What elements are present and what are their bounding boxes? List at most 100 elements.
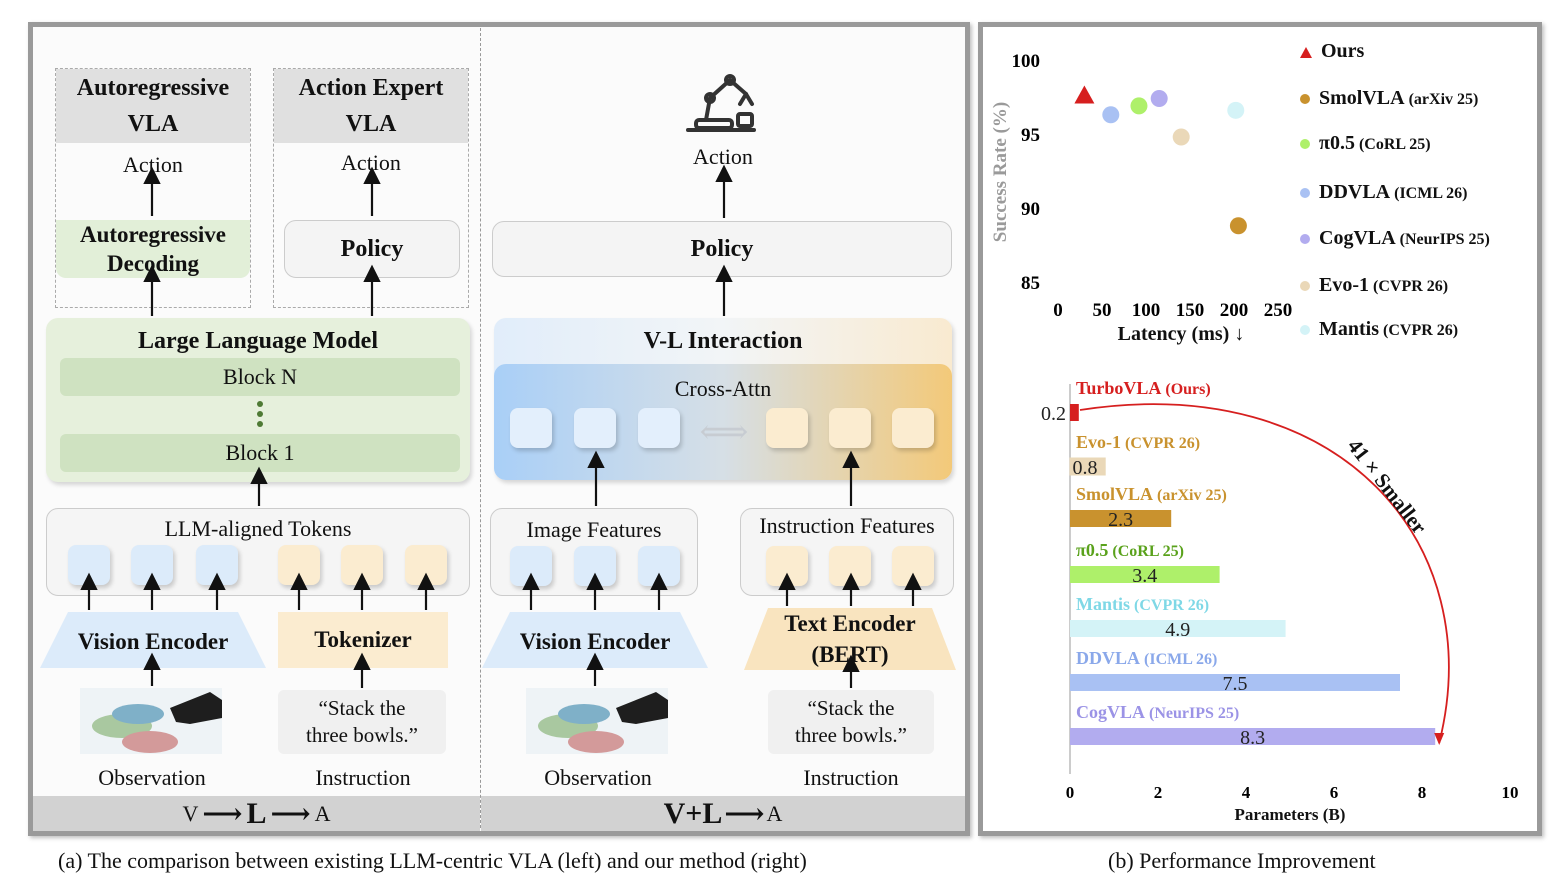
legend-venue: (CoRL 25) (1354, 136, 1431, 153)
bar-value-label: 8.3 (1240, 727, 1265, 749)
llm-title: Large Language Model (138, 327, 378, 354)
circle-marker-icon (1300, 94, 1310, 105)
right-observation-label: Observation (544, 765, 652, 790)
right-observation-image (526, 688, 668, 754)
llm-tokens-title: LLM-aligned Tokens (164, 516, 352, 541)
bar-cogvla (1070, 728, 1436, 745)
bar-name-label: Mantis (CVPR 26) (1076, 594, 1209, 615)
right-footer-formula: V+L ⟶ A (481, 796, 965, 831)
scatter-point-cogvla (1150, 89, 1168, 107)
x-tick-label: 250 (1264, 300, 1293, 321)
image-features-label: Image Features (526, 517, 662, 542)
bar-smolvla (1070, 510, 1172, 527)
vision-token (574, 408, 616, 448)
caption-a: (a) The comparison between existing LLM-… (58, 848, 807, 873)
robot-arm-icon (686, 74, 756, 132)
bar-model-name: DDVLA (1076, 648, 1141, 668)
scatter-x-label: Latency (ms) ↓ (1117, 322, 1245, 345)
left-vision-encoder-label: Vision Encoder (77, 629, 229, 654)
panel-divider (480, 28, 481, 828)
bar-model-venue: (Ours) (1161, 381, 1211, 398)
bar-model-venue: (CoRL 25) (1108, 543, 1184, 560)
y-tick-label: 95 (1021, 125, 1040, 146)
text-encoder-shape (744, 608, 956, 670)
bar-05 (1070, 566, 1220, 583)
bar-model-venue: (CVPR 26) (1130, 597, 1210, 614)
bar-evo1 (1069, 457, 1106, 476)
footer-a: A (314, 800, 331, 826)
legend-item: Evo-1 (CVPR 26) (1300, 274, 1448, 297)
y-tick-label: 85 (1021, 273, 1040, 294)
ellipsis-dots (256, 400, 264, 430)
autoregressive-vla-title: Autoregressive VLA (56, 69, 250, 143)
legend-label: Ours (1321, 40, 1365, 62)
bar-value-label: 7.5 (1223, 673, 1248, 695)
vision-token (638, 408, 680, 448)
llm-block-n: Block N (60, 358, 460, 396)
text-token (829, 408, 871, 448)
footer-l: L (246, 796, 267, 830)
y-tick-label: 90 (1021, 199, 1040, 220)
right-vision-encoder-shape (482, 612, 708, 668)
legend-label: DDVLA (1319, 181, 1391, 203)
x-tick-label: 50 (1093, 300, 1112, 321)
bar-model-venue: (arXiv 25) (1153, 487, 1227, 504)
right-instruction-label: Instruction (803, 765, 899, 790)
x-tick-label: 200 (1220, 300, 1249, 321)
legend-item: DDVLA (ICML 26) (1300, 181, 1467, 204)
right-policy-box: Policy (492, 221, 952, 277)
action-expert-vla-title: Action Expert VLA (274, 69, 468, 143)
triangle-marker-icon (1300, 46, 1312, 58)
bar-model-name: Mantis (1076, 594, 1130, 614)
legend-label: π0.5 (1319, 132, 1355, 154)
bar-mantis (1070, 620, 1286, 637)
left-observation-label: Observation (98, 765, 206, 790)
footer-vl: V+L (663, 796, 723, 830)
legend-item: Mantis (CVPR 26) (1300, 318, 1458, 341)
footer-a: A (766, 800, 783, 826)
bar-x-tick-label: 2 (1154, 783, 1163, 802)
legend-label: Evo-1 (1319, 274, 1369, 296)
bidirectional-arrow-icon: ⟺ (699, 414, 749, 451)
bar-ddvla (1070, 674, 1400, 691)
legend-item: CogVLA (NeurIPS 25) (1300, 227, 1490, 250)
legend-venue: (CVPR 26) (1379, 322, 1459, 339)
bar-model-name: SmolVLA (1076, 484, 1154, 504)
vision-token (510, 408, 552, 448)
x-tick-label: 150 (1176, 300, 1205, 321)
scatter-y-label: Success Rate (%) (990, 101, 1011, 243)
scatter-point-mantis (1227, 101, 1245, 119)
scatter-point-ddvla (1102, 106, 1120, 124)
circle-marker-icon (1300, 281, 1310, 292)
bar-model-name: π0.5 (1076, 540, 1109, 560)
legend-item: π0.5 (CoRL 25) (1300, 132, 1431, 155)
bar-x-tick-label: 8 (1418, 783, 1427, 802)
circle-marker-icon (1300, 188, 1310, 199)
scatter-point-smolvla (1229, 217, 1247, 235)
footer-arrow-icon: ⟶ (202, 798, 243, 830)
text-token (892, 408, 934, 448)
left-footer-formula: V ⟶ L ⟶ A (33, 796, 480, 831)
legend-label: SmolVLA (1319, 87, 1405, 109)
llm-block-1: Block 1 (60, 434, 460, 472)
bar-name-label: TurboVLA (Ours) (1076, 378, 1211, 399)
caption-b: (b) Performance Improvement (1108, 848, 1376, 873)
bar-model-name: TurboVLA (1076, 378, 1162, 398)
bar-x-tick-label: 0 (1066, 783, 1075, 802)
x-tick-label: 0 (1053, 300, 1063, 321)
bar-name-label: SmolVLA (arXiv 25) (1076, 484, 1227, 505)
bar-x-tick-label: 4 (1242, 783, 1251, 802)
footer-v: V (182, 800, 199, 826)
x-tick-label: 100 (1132, 300, 1161, 321)
instruction-features-label: Instruction Features (759, 513, 935, 538)
bar-value-label: 3.4 (1132, 565, 1157, 587)
left-observation-image (80, 688, 222, 754)
scatter-point-ours (1074, 85, 1095, 104)
bar-value-label: 4.9 (1165, 619, 1190, 641)
bar-model-venue: (CVPR 26) (1121, 435, 1201, 452)
bar-x-tick-label: 6 (1330, 783, 1339, 802)
bar-model-name: Evo-1 (1076, 432, 1121, 452)
vl-interaction-title: V-L Interaction (643, 327, 803, 354)
